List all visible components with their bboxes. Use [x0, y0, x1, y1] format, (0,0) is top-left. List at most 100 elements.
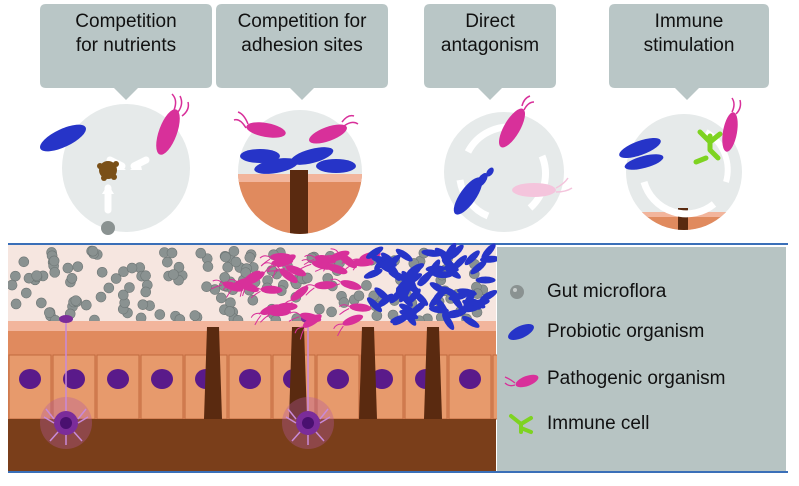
microflora-sphere: [96, 266, 108, 278]
epithelial-cell: [228, 354, 272, 420]
microflora-sphere: [140, 286, 152, 298]
legend-item-pathogen: Pathogenic organism: [497, 364, 786, 394]
microflora-sphere: [8, 279, 18, 291]
probiotic-cell: [403, 309, 417, 326]
probiotic-cell: [464, 250, 480, 266]
microflora-sphere: [230, 256, 242, 268]
probiotic-cell-icon: [40, 124, 86, 152]
epithelial-cell: [52, 354, 96, 420]
microflora-sphere: [20, 287, 32, 299]
microflora-sphere: [81, 299, 92, 311]
probiotic-cell: [479, 289, 498, 302]
mechanism-title: Immune stimulation: [605, 10, 773, 58]
legend-label: Immune cell: [547, 413, 650, 434]
microflora-sphere: [72, 261, 84, 272]
pathogen-cell-icon: [499, 95, 535, 148]
pathogen-cell: [250, 285, 283, 299]
probiotic-cell: [402, 274, 417, 290]
antagonism-illustration: [444, 95, 573, 232]
legend-item-microflora: Gut microflora: [497, 277, 786, 307]
microflora-sphere: [201, 281, 212, 292]
legend-label: Probiotic organism: [547, 321, 705, 342]
microflora-sphere: [220, 251, 231, 263]
microflora-sphere: [48, 255, 60, 267]
probiotic-cell: [390, 314, 410, 324]
pathogen-cell-icon: [722, 97, 742, 152]
microflora-sphere: [49, 267, 61, 278]
callout-direct-antagonism: Direct antagonism: [420, 0, 560, 100]
mechanism-title-line2: adhesion sites: [241, 35, 363, 56]
pathogen-cell: [210, 279, 244, 292]
microflora-sphere: [140, 270, 151, 281]
probiotic-cell: [399, 303, 417, 316]
microflora-sphere: [361, 280, 372, 291]
microflora-sphere: [219, 272, 231, 283]
probiotic-secreting-icon: [453, 167, 494, 215]
probiotic-cell: [444, 265, 461, 279]
microflora-sphere: [353, 290, 365, 302]
probiotic-cell: [470, 260, 487, 275]
microflora-sphere: [225, 297, 236, 309]
probiotic-cell: [462, 315, 480, 328]
callout-competition-adhesion: Competition for adhesion sites: [212, 0, 392, 100]
epithelial-cells: [8, 327, 536, 420]
microflora-sphere: [95, 291, 107, 303]
microflora-sphere: [244, 252, 256, 263]
probiotic-cell: [366, 297, 383, 313]
microflora-sphere: [189, 310, 201, 321]
mechanism-title-line1: Immune: [654, 11, 724, 32]
epithelial-cell: [448, 354, 492, 420]
mechanism-title: Competition for adhesion sites: [212, 10, 392, 58]
pathogen-cell-icon: [156, 93, 190, 155]
mechanism-title: Competition for nutrients: [36, 10, 216, 58]
microflora-sphere: [103, 282, 115, 294]
epithelial-cell: [140, 354, 184, 420]
legend-panel: Gut microflora Probiotic organism Pathog…: [497, 247, 786, 471]
mechanism-title-line1: Competition: [75, 11, 177, 32]
nutrient-competition-illustration: [40, 93, 190, 235]
microflora-sphere: [371, 310, 383, 322]
pathogen-cell: [326, 248, 357, 269]
mechanism-title-line2: for nutrients: [75, 35, 177, 56]
probiotic-cell: [417, 271, 433, 286]
probiotic-cell: [425, 265, 446, 273]
speech-bubble-shape: [216, 4, 388, 100]
microflora-sphere: [216, 292, 227, 304]
speech-bubble-shape: [40, 4, 212, 100]
speech-bubble-shape: [609, 4, 769, 100]
probiotic-cell: [374, 287, 391, 302]
probiotic-cell: [429, 305, 449, 314]
microflora-sphere: [166, 247, 178, 259]
legend-label: Pathogenic organism: [547, 368, 726, 389]
microflora-sphere: [202, 261, 214, 272]
mechanism-title-line1: Competition for: [237, 11, 367, 32]
dendritic-cell-icon: [40, 315, 92, 449]
probiotic-cell: [366, 246, 384, 259]
probiotic-cell: [399, 284, 411, 303]
probiotic-cell: [475, 276, 496, 284]
pathogen-cell: [338, 303, 372, 315]
immune-cell-icon: [693, 129, 723, 165]
epithelial-cell: [316, 354, 360, 420]
probiotic-cell: [441, 286, 460, 299]
microflora-sphere-icon: [101, 221, 115, 235]
pathogen-layer: [210, 248, 381, 340]
magenta-flagellated-bacterium-icon: [504, 374, 539, 388]
microflora-sphere: [62, 262, 74, 274]
microflora-sphere: [117, 289, 129, 301]
probiotic-cell: [451, 255, 468, 270]
probiotic-layer: [363, 243, 500, 331]
mechanism-title-line2: antagonism: [440, 35, 540, 56]
microflora-sphere: [222, 261, 233, 273]
pathogen-cell: [283, 285, 309, 314]
microflora-sphere: [36, 297, 47, 309]
mechanism-title: Direct antagonism: [420, 10, 560, 58]
probiotic-cell: [458, 305, 479, 313]
microflora-sphere: [10, 270, 21, 282]
crypt-column: [289, 327, 307, 419]
gray-sphere-icon: [510, 285, 524, 299]
crypt-column: [359, 327, 377, 419]
probiotic-cell: [413, 290, 429, 306]
microflora-sphere: [110, 273, 122, 284]
microflora-sphere: [137, 299, 149, 310]
